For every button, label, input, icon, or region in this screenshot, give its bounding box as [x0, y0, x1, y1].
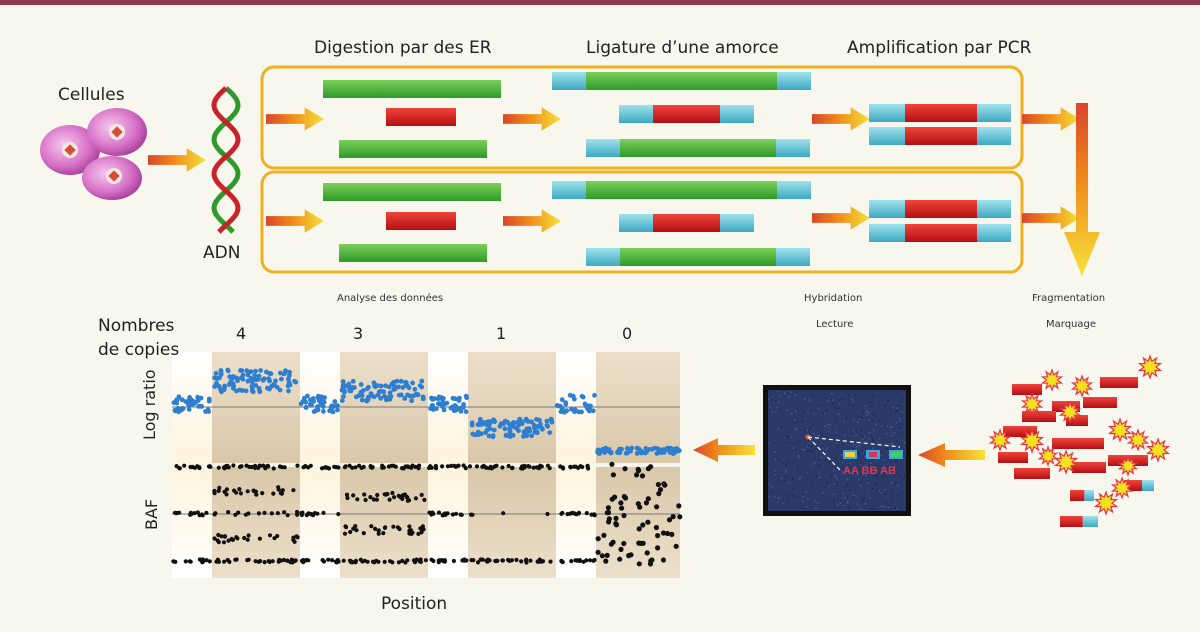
dna-fragment — [323, 80, 501, 98]
dna-fragment — [323, 183, 501, 201]
digestion-fragments — [323, 80, 501, 262]
dna-fragment — [339, 140, 487, 158]
position-axis-label: Position — [381, 594, 448, 614]
copy-number-value: 4 — [236, 324, 247, 343]
dna-helix-icon — [211, 86, 241, 234]
starburst-label-icon — [1117, 455, 1139, 477]
arrow-icon — [812, 107, 870, 131]
arrow-icon — [503, 107, 561, 131]
amplification-step-title: Amplification par PCR — [847, 38, 1032, 58]
target-fragment — [386, 212, 456, 230]
starburst-label-icon — [1058, 400, 1082, 424]
starburst-label-icon — [1137, 354, 1163, 380]
arrow-icon — [266, 209, 324, 233]
labeled-fragments — [988, 354, 1171, 527]
starburst-label-icon — [1070, 374, 1094, 398]
microarray-chip-icon — [763, 385, 911, 516]
log-ratio-axis-label: Log ratio — [140, 369, 159, 440]
ligation-fragments — [552, 72, 811, 266]
dna-label: ADN — [203, 243, 241, 263]
starburst-label-icon — [1053, 449, 1079, 475]
arrow-down-icon — [1064, 103, 1100, 276]
arrow-left-icon — [918, 443, 985, 467]
arrow-icon — [266, 107, 324, 131]
fragmentation-label: Fragmentation — [1032, 293, 1106, 304]
starburst-label-icon — [1037, 445, 1059, 467]
chip-genotype-label: AA BB AB — [843, 465, 896, 477]
digestion-step-title: Digestion par des ER — [314, 38, 492, 58]
copy-number-plot — [171, 352, 683, 578]
reading-label: Lecture — [816, 319, 854, 330]
starburst-label-icon — [1126, 428, 1150, 452]
labeling-label: Marquage — [1046, 319, 1097, 330]
hybridization-label: Hybridation — [804, 293, 863, 304]
arrow-icon — [503, 209, 561, 233]
arrow-icon — [1022, 206, 1080, 230]
starburst-label-icon — [1107, 417, 1133, 443]
starburst-label-icon — [1020, 392, 1044, 416]
cell-icon — [87, 108, 147, 156]
cells-label: Cellules — [58, 85, 125, 105]
copy-number-value: 0 — [622, 324, 633, 343]
starburst-label-icon — [988, 428, 1012, 452]
dna-fragment — [339, 244, 487, 262]
arrow-left-icon — [693, 438, 755, 462]
baf-axis-label: BAF — [142, 499, 161, 530]
copy-numbers-label: Nombres — [98, 316, 175, 336]
pcr-fragments — [869, 104, 1011, 242]
top-accent-bar — [0, 0, 1200, 5]
starburst-label-icon — [1145, 437, 1171, 463]
copy-number-value: 3 — [353, 324, 364, 343]
copy-number-value: 1 — [496, 324, 507, 343]
copy-numbers-label-2: de copies — [98, 340, 180, 360]
cell-icon — [40, 125, 100, 175]
cells-group — [40, 108, 147, 200]
arrow-icon — [1022, 107, 1080, 131]
arrow-icon — [812, 206, 870, 230]
starburst-label-icon — [1093, 490, 1119, 516]
cell-icon — [82, 156, 142, 200]
target-fragment — [386, 108, 456, 126]
arrow-icon — [148, 148, 206, 172]
starburst-label-icon — [1110, 476, 1134, 500]
ligation-step-title: Ligature d’une amorce — [586, 38, 779, 58]
starburst-label-icon — [1019, 428, 1045, 454]
analysis-label: Analyse des données — [337, 293, 444, 304]
starburst-label-icon — [1040, 368, 1064, 392]
